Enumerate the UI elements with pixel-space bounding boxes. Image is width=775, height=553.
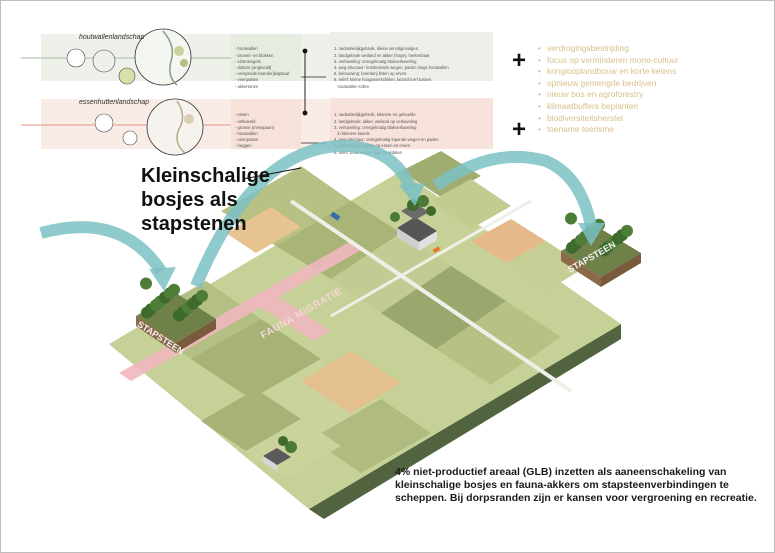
circle-icon xyxy=(118,67,136,85)
tree xyxy=(598,244,610,257)
tree xyxy=(187,297,199,310)
landscape-title: houtwallenlandschap xyxy=(79,34,145,41)
field xyxy=(381,266,506,349)
circle-icon xyxy=(122,130,138,146)
landscape-title: essenhuttenlandschap xyxy=(79,99,150,106)
circle-icon xyxy=(66,48,86,68)
tree xyxy=(566,241,578,254)
landscape-list: - houtwallen- bronen- en blokken- elzens… xyxy=(235,46,289,89)
benefit-item: nieuw bos en agroforestry xyxy=(538,89,679,101)
headline: Kleinschalige bosjes als stapstenen xyxy=(141,165,270,235)
landscape-list: - essen- ontkaveld- groene (mesopaan)- h… xyxy=(235,112,275,149)
tree xyxy=(140,277,152,290)
field-orange xyxy=(226,207,301,253)
field-orange xyxy=(301,351,401,413)
tree xyxy=(173,309,185,322)
circle-icon xyxy=(94,113,114,133)
field-orange xyxy=(471,219,546,263)
benefit-item: biodiversiteitsherstel xyxy=(538,113,679,125)
tree xyxy=(575,234,587,246)
field xyxy=(311,399,431,473)
plus-icon: + xyxy=(512,116,527,143)
circle-icon xyxy=(92,49,116,73)
road xyxy=(289,199,573,393)
tree xyxy=(164,287,176,300)
tree xyxy=(141,306,153,319)
migration-arrow xyxy=(190,139,417,289)
migration-arrow xyxy=(39,221,166,275)
field xyxy=(191,319,321,399)
tree xyxy=(150,299,162,311)
house xyxy=(263,448,291,465)
large-circle-icon xyxy=(146,98,204,156)
road xyxy=(330,199,532,318)
benefit-item: opnieuw gemengde bedrijven xyxy=(538,78,679,90)
field xyxy=(431,179,511,229)
large-circle-icon xyxy=(134,28,192,86)
migration-arrow xyxy=(432,150,597,228)
tree xyxy=(565,212,577,225)
landscape-description: 1. nadrukkelijkgebruik, kleinere en gehe… xyxy=(334,112,439,155)
tree xyxy=(612,232,624,245)
green-text-panel xyxy=(330,32,493,81)
tree-cluster-right xyxy=(561,229,641,287)
benefit-item: klimaatbuffers beplanten xyxy=(538,101,679,113)
benefit-item: verdrogingsbestrijding xyxy=(538,43,679,55)
field xyxy=(201,389,301,451)
benefits-list: verdrogingsbestrijding focus op verminde… xyxy=(538,43,679,136)
tree xyxy=(621,224,633,237)
trees-house xyxy=(278,436,297,453)
car xyxy=(330,211,341,221)
landscape-description: 1. nadrukkelijkgebruik, kleine vervolgin… xyxy=(334,46,449,89)
benefit-item: focus op verminderen mono-cultuur xyxy=(538,55,679,67)
fauna-corridor xyxy=(251,291,331,341)
field xyxy=(506,241,586,291)
field xyxy=(331,233,451,313)
farm-building xyxy=(397,217,437,242)
car xyxy=(432,246,441,254)
caption: 4% niet-productief areaal (GLB) inzetten… xyxy=(395,466,757,504)
field xyxy=(276,201,401,279)
benefit-item: kringlooplandbouw en korte ketens xyxy=(538,66,679,78)
pink-text-panel xyxy=(330,98,493,149)
benefit-item: toename toerisme xyxy=(538,124,679,136)
plus-icon: + xyxy=(512,47,527,74)
tree xyxy=(196,289,208,302)
